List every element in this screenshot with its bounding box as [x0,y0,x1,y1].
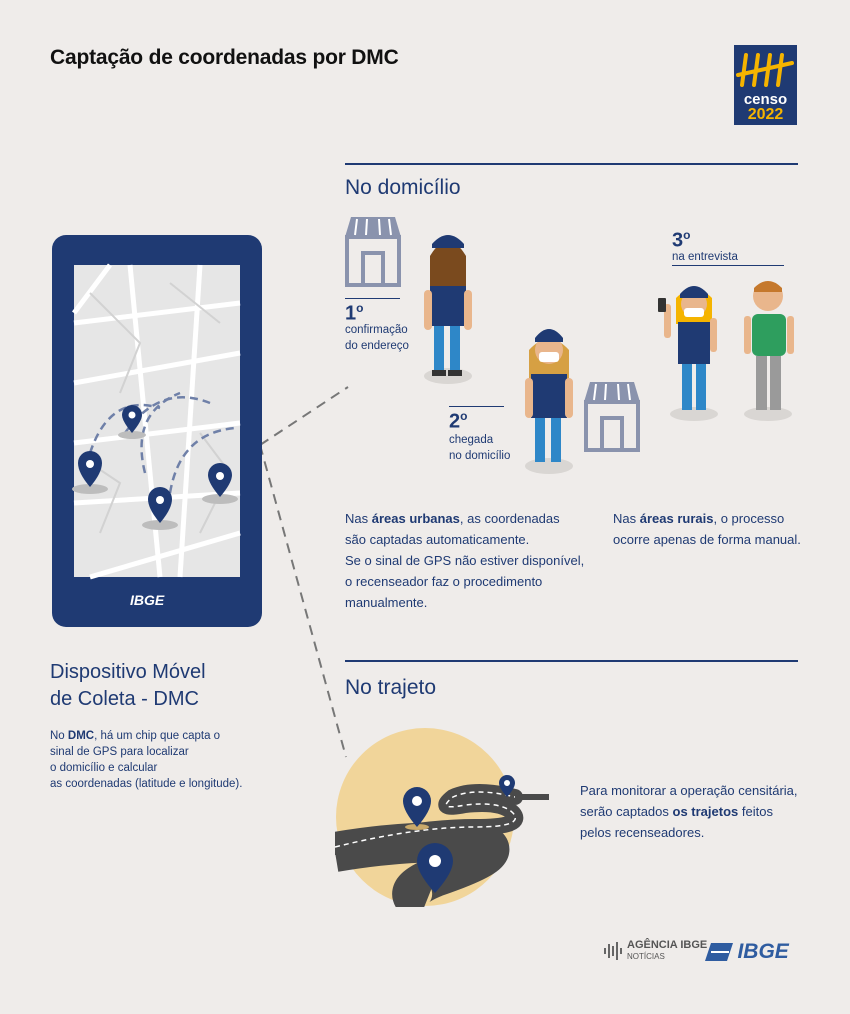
step-1-rule [345,298,400,299]
store-icon [582,380,642,457]
dmc-description: No DMC, há um chip que capta o sinal de … [50,730,243,790]
step-3-number: 3o [672,228,691,252]
censo-logo: censo 2022 [734,45,797,125]
census-agent-person-illustration [414,226,484,391]
step-3-label: na entrevista [672,251,738,263]
road-illustration [327,727,555,924]
step-1-label: confirmação do endereço [345,324,409,352]
step-2-rule [449,406,504,407]
censo-logo-line1: censo [743,91,788,108]
page-title: Captação de coordenadas por DMC [50,46,399,69]
agencia-ibge-logo: AGÊNCIA IBGE NOTÍCIAS [603,940,707,962]
section-divider [345,163,798,165]
step-2-number: 2o [449,409,468,433]
home-section-heading: No domicílio [345,176,461,199]
step-2-label: chegada no domicílio [449,434,511,462]
urban-areas-paragraph: Nas áreas urbanas, as coordenadas são ca… [345,511,585,610]
step-3-rule [672,265,784,266]
dmc-device-illustration: IBGE [50,233,264,634]
rural-areas-paragraph: Nas áreas rurais, o processo ocorre apen… [613,511,801,547]
store-icon [343,215,403,292]
agencia-mark-icon [603,940,625,965]
interview-people-illustration [650,274,800,429]
ibge-logo: IBGE [705,940,789,964]
connector-line [258,385,353,765]
census-agent-person-illustration [515,320,585,485]
censo-logo-line2: 2022 [747,106,784,123]
step-1-number: 1o [345,301,364,325]
dmc-title: Dispositivo Móvel de Coleta - DMC [50,661,206,710]
route-section-heading: No trajeto [345,676,437,699]
section-divider [345,660,798,662]
route-paragraph: Para monitorar a operação censitária, se… [580,783,798,840]
dmc-brand-label: IBGE [130,592,165,608]
